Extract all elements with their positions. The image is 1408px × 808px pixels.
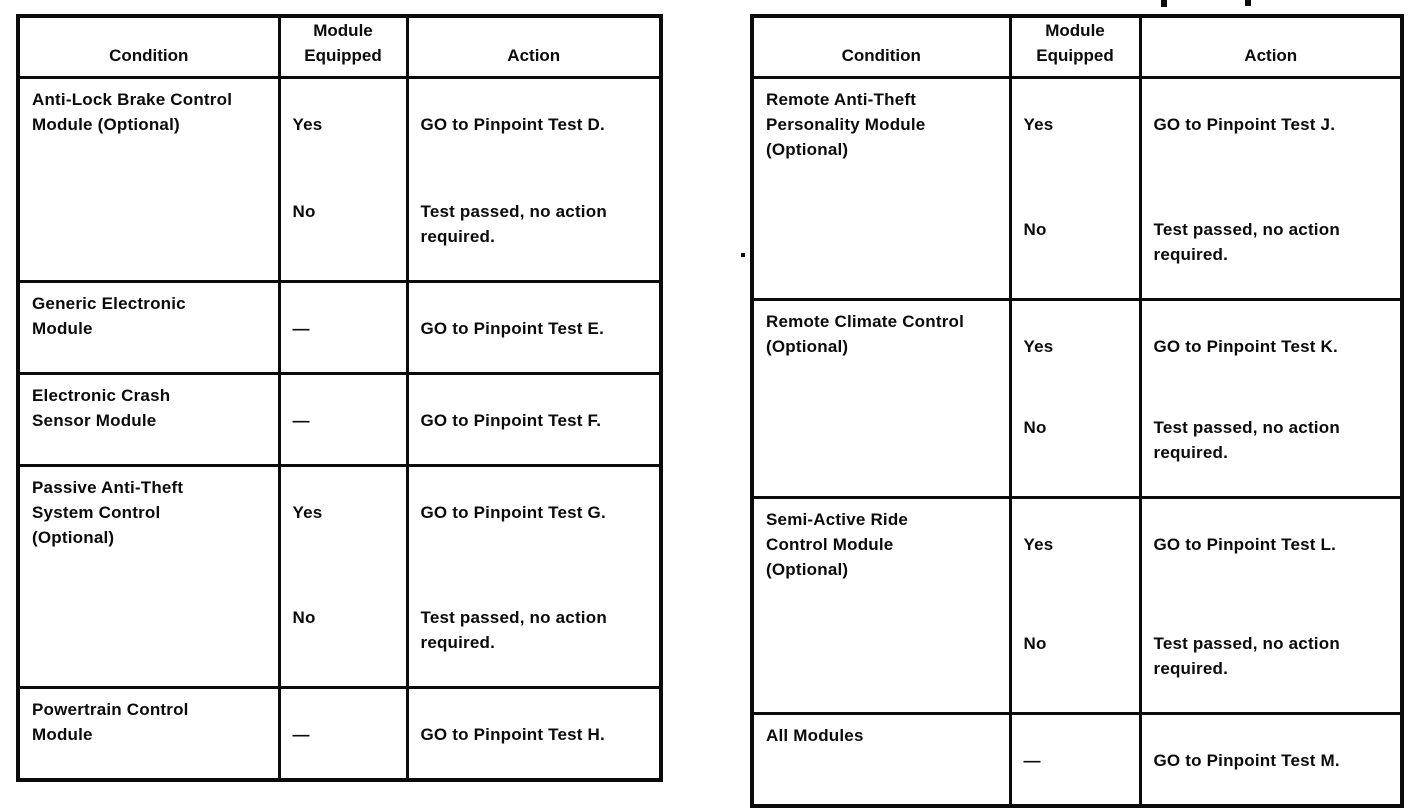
equipped-value: Yes	[1023, 535, 1054, 554]
action-cell: GO to Pinpoint Test E.	[405, 280, 663, 375]
action-cell: GO to Pinpoint Test H.	[405, 686, 663, 782]
action-value: GO to Pinpoint Test H.	[420, 725, 605, 744]
equipped-value: —	[292, 319, 310, 338]
table-row: Remote Anti-Theft Personality Module (Op…	[750, 76, 1404, 301]
header-row: Condition Module Equipped Action	[750, 14, 1404, 79]
header-cell-action: Action	[1138, 14, 1404, 79]
action-value: GO to Pinpoint Test F.	[420, 411, 602, 430]
condition-cell: Remote Anti-Theft Personality Module (Op…	[750, 76, 1012, 301]
action-cell: GO to Pinpoint Test F.	[405, 372, 663, 467]
action-cell: GO to Pinpoint Test L. Test passed, no a…	[1138, 496, 1404, 715]
action-cell: GO to Pinpoint Test J. Test passed, no a…	[1138, 76, 1404, 301]
equipped-cell: Yes No	[1008, 496, 1142, 715]
header-cell-module-equipped: Module Equipped	[277, 14, 409, 79]
table-row: Powertrain Control Module — GO to Pinpoi…	[16, 686, 663, 782]
scanned-page: Condition Module Equipped Action Anti-Lo…	[16, 0, 1404, 808]
equipped-value: —	[292, 725, 310, 744]
header-cell-condition: Condition	[16, 14, 281, 79]
table-row: Anti-Lock Brake Control Module (Optional…	[16, 76, 663, 283]
condition-cell: Passive Anti-Theft System Control (Optio…	[16, 464, 281, 689]
action-value: GO to Pinpoint Test D.	[420, 115, 605, 134]
equipped-cell: Yes No	[1008, 298, 1142, 499]
header-cell-condition: Condition	[750, 14, 1012, 79]
action-value: Test passed, no action required.	[1153, 634, 1340, 678]
action-value: Test passed, no action required.	[420, 202, 607, 246]
equipped-value: No	[292, 608, 316, 627]
scan-artifact-speck	[741, 253, 745, 257]
header-row: Condition Module Equipped Action	[16, 14, 663, 79]
equipped-cell: —	[277, 372, 409, 467]
condition-cell: Semi-Active Ride Control Module (Optiona…	[750, 496, 1012, 715]
equipped-value: No	[1023, 634, 1047, 653]
action-value: GO to Pinpoint Test L.	[1153, 535, 1337, 554]
table-row: All Modules — GO to Pinpoint Test M.	[750, 712, 1404, 808]
equipped-value: Yes	[1023, 115, 1054, 134]
equipped-cell: —	[277, 280, 409, 375]
action-value: Test passed, no action required.	[1153, 220, 1340, 264]
equipped-value: No	[1023, 418, 1047, 437]
table-row: Passive Anti-Theft System Control (Optio…	[16, 464, 663, 689]
diagnostic-table-left: Condition Module Equipped Action Anti-Lo…	[16, 14, 663, 782]
equipped-value: Yes	[1023, 337, 1054, 356]
scan-artifact-tick	[1161, 0, 1167, 7]
condition-cell: Anti-Lock Brake Control Module (Optional…	[16, 76, 281, 283]
action-value: GO to Pinpoint Test M.	[1153, 751, 1340, 770]
equipped-value: Yes	[292, 115, 323, 134]
table-row: Remote Climate Control (Optional) Yes No…	[750, 298, 1404, 499]
action-cell: GO to Pinpoint Test G. Test passed, no a…	[405, 464, 663, 689]
equipped-value: Yes	[292, 503, 323, 522]
action-value: GO to Pinpoint Test J.	[1153, 115, 1336, 134]
scan-artifact-tick	[1245, 0, 1251, 6]
equipped-cell: Yes No	[1008, 76, 1142, 301]
equipped-value: No	[1023, 220, 1047, 239]
table-row: Semi-Active Ride Control Module (Optiona…	[750, 496, 1404, 715]
action-cell: GO to Pinpoint Test K. Test passed, no a…	[1138, 298, 1404, 499]
action-cell: GO to Pinpoint Test D. Test passed, no a…	[405, 76, 663, 283]
equipped-value: —	[292, 411, 310, 430]
table-row: Generic Electronic Module — GO to Pinpoi…	[16, 280, 663, 375]
header-cell-action: Action	[405, 14, 663, 79]
condition-cell: Remote Climate Control (Optional)	[750, 298, 1012, 499]
condition-cell: Powertrain Control Module	[16, 686, 281, 782]
equipped-value: —	[1023, 751, 1041, 770]
equipped-cell: Yes No	[277, 76, 409, 283]
equipped-value: No	[292, 202, 316, 221]
table-row: Electronic Crash Sensor Module — GO to P…	[16, 372, 663, 467]
equipped-cell: —	[1008, 712, 1142, 808]
action-value: GO to Pinpoint Test G.	[420, 503, 606, 522]
action-cell: GO to Pinpoint Test M.	[1138, 712, 1404, 808]
condition-cell: All Modules	[750, 712, 1012, 808]
action-value: Test passed, no action required.	[1153, 418, 1340, 462]
equipped-cell: —	[277, 686, 409, 782]
action-value: GO to Pinpoint Test E.	[420, 319, 605, 338]
equipped-cell: Yes No	[277, 464, 409, 689]
action-value: GO to Pinpoint Test K.	[1153, 337, 1338, 356]
action-value: Test passed, no action required.	[420, 608, 607, 652]
header-cell-module-equipped: Module Equipped	[1008, 14, 1142, 79]
condition-cell: Electronic Crash Sensor Module	[16, 372, 281, 467]
condition-cell: Generic Electronic Module	[16, 280, 281, 375]
diagnostic-table-right: Condition Module Equipped Action Remote …	[750, 14, 1404, 808]
